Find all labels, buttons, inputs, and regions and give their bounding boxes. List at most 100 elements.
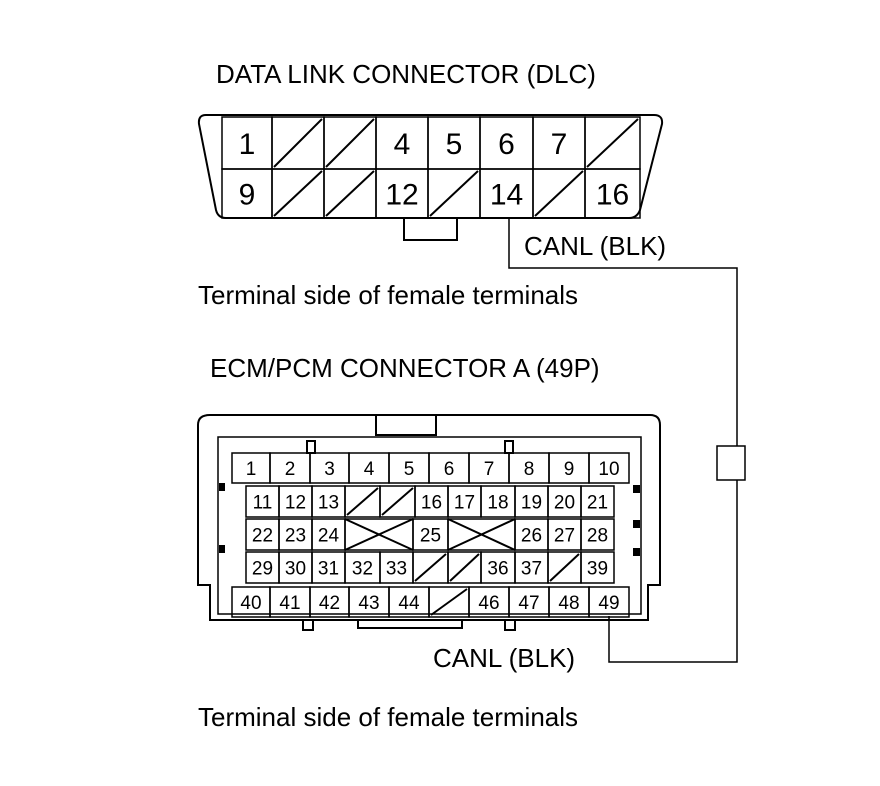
terminal-5: 5 <box>388 452 430 484</box>
unused-mark <box>325 118 375 168</box>
ecm-left-foot <box>302 619 314 631</box>
unused-mark <box>430 588 468 616</box>
terminal-10: 10 <box>588 452 630 484</box>
terminal-label: 8 <box>524 459 535 480</box>
terminal-label: 9 <box>239 178 256 211</box>
terminal-27: 27 <box>547 518 582 551</box>
terminal-13: 13 <box>311 485 346 518</box>
terminal-label: 19 <box>521 492 542 513</box>
terminal-23: 23 <box>278 518 313 551</box>
dlc-wire-label: CANL (BLK) <box>524 231 667 261</box>
terminal-5: 5 <box>427 116 481 170</box>
terminal-label: 37 <box>521 558 542 579</box>
ecm-right-guide <box>504 440 514 454</box>
terminal-unused <box>344 518 414 551</box>
ecm-left-guide <box>306 440 316 454</box>
terminal-1: 1 <box>231 452 271 484</box>
ecm-side-mark <box>219 545 225 553</box>
terminal-6: 6 <box>479 116 534 170</box>
unused-mark <box>346 487 379 516</box>
terminal-label: 25 <box>420 525 441 546</box>
terminal-43: 43 <box>348 586 390 618</box>
terminal-label: 17 <box>454 492 475 513</box>
terminal-label: 7 <box>484 459 495 480</box>
terminal-label: 14 <box>490 178 523 211</box>
terminal-unused <box>412 551 449 584</box>
terminal-17: 17 <box>447 485 482 518</box>
terminal-label: 27 <box>554 525 575 546</box>
terminal-9: 9 <box>221 168 273 219</box>
terminal-32: 32 <box>344 551 381 584</box>
ecm-inner-shell <box>217 436 642 615</box>
terminal-label: 3 <box>324 459 335 480</box>
terminal-label: 36 <box>487 558 508 579</box>
terminal-14: 14 <box>479 168 534 219</box>
terminal-label: 49 <box>598 593 619 614</box>
terminal-label: 16 <box>421 492 442 513</box>
terminal-label: 5 <box>446 128 463 161</box>
terminal-label: 31 <box>318 558 339 579</box>
terminal-21: 21 <box>580 485 615 518</box>
terminal-label: 30 <box>285 558 306 579</box>
ecm-title: ECM/PCM CONNECTOR A (49P) <box>210 353 600 383</box>
terminal-12: 12 <box>375 168 429 219</box>
ecm-side-mark <box>219 483 225 491</box>
terminal-label: 4 <box>394 128 411 161</box>
dlc-footnote: Terminal side of female terminals <box>198 280 579 310</box>
unused-mark <box>449 553 480 582</box>
terminal-label: 16 <box>596 178 629 211</box>
terminal-42: 42 <box>309 586 350 618</box>
terminal-label: 33 <box>386 558 407 579</box>
terminal-37: 37 <box>514 551 549 584</box>
terminal-4: 4 <box>375 116 429 170</box>
terminal-label: 1 <box>246 459 257 480</box>
terminal-12: 12 <box>278 485 313 518</box>
terminal-1: 1 <box>221 116 273 170</box>
terminal-label: 12 <box>285 492 306 513</box>
terminal-44: 44 <box>388 586 430 618</box>
terminal-39: 39 <box>580 551 615 584</box>
terminal-label: 1 <box>239 128 256 161</box>
unused-mark <box>447 518 516 551</box>
terminal-label: 42 <box>319 593 340 614</box>
terminal-label: 7 <box>551 128 568 161</box>
terminal-33: 33 <box>379 551 414 584</box>
terminal-9: 9 <box>548 452 590 484</box>
terminal-29: 29 <box>245 551 280 584</box>
ecm-side-mark <box>633 485 640 493</box>
terminal-unused <box>428 586 470 618</box>
terminal-7: 7 <box>468 452 510 484</box>
terminal-label: 21 <box>587 492 608 513</box>
terminal-7: 7 <box>532 116 586 170</box>
terminal-8: 8 <box>508 452 550 484</box>
ecm-right-foot <box>504 619 516 631</box>
terminal-unused <box>532 168 586 219</box>
terminal-label: 12 <box>385 178 418 211</box>
terminal-unused <box>323 116 377 170</box>
terminal-label: 10 <box>598 459 619 480</box>
terminal-11: 11 <box>245 485 280 518</box>
terminal-label: 28 <box>587 525 608 546</box>
unused-mark <box>273 170 323 217</box>
unused-mark <box>325 170 375 217</box>
terminal-label: 6 <box>444 459 455 480</box>
terminal-label: 44 <box>398 593 420 614</box>
dlc-key <box>403 217 458 241</box>
ecm-wire-label: CANL (BLK) <box>433 643 576 673</box>
terminal-label: 13 <box>318 492 339 513</box>
terminal-46: 46 <box>468 586 510 618</box>
terminal-label: 46 <box>478 593 499 614</box>
canl-wire-upper <box>508 218 738 446</box>
canl-wire-lower <box>608 480 738 663</box>
terminal-label: 23 <box>285 525 306 546</box>
dlc-title: DATA LINK CONNECTOR (DLC) <box>216 59 596 89</box>
terminal-28: 28 <box>580 518 615 551</box>
terminal-unused <box>379 485 416 518</box>
terminal-unused <box>344 485 381 518</box>
terminal-41: 41 <box>269 586 311 618</box>
